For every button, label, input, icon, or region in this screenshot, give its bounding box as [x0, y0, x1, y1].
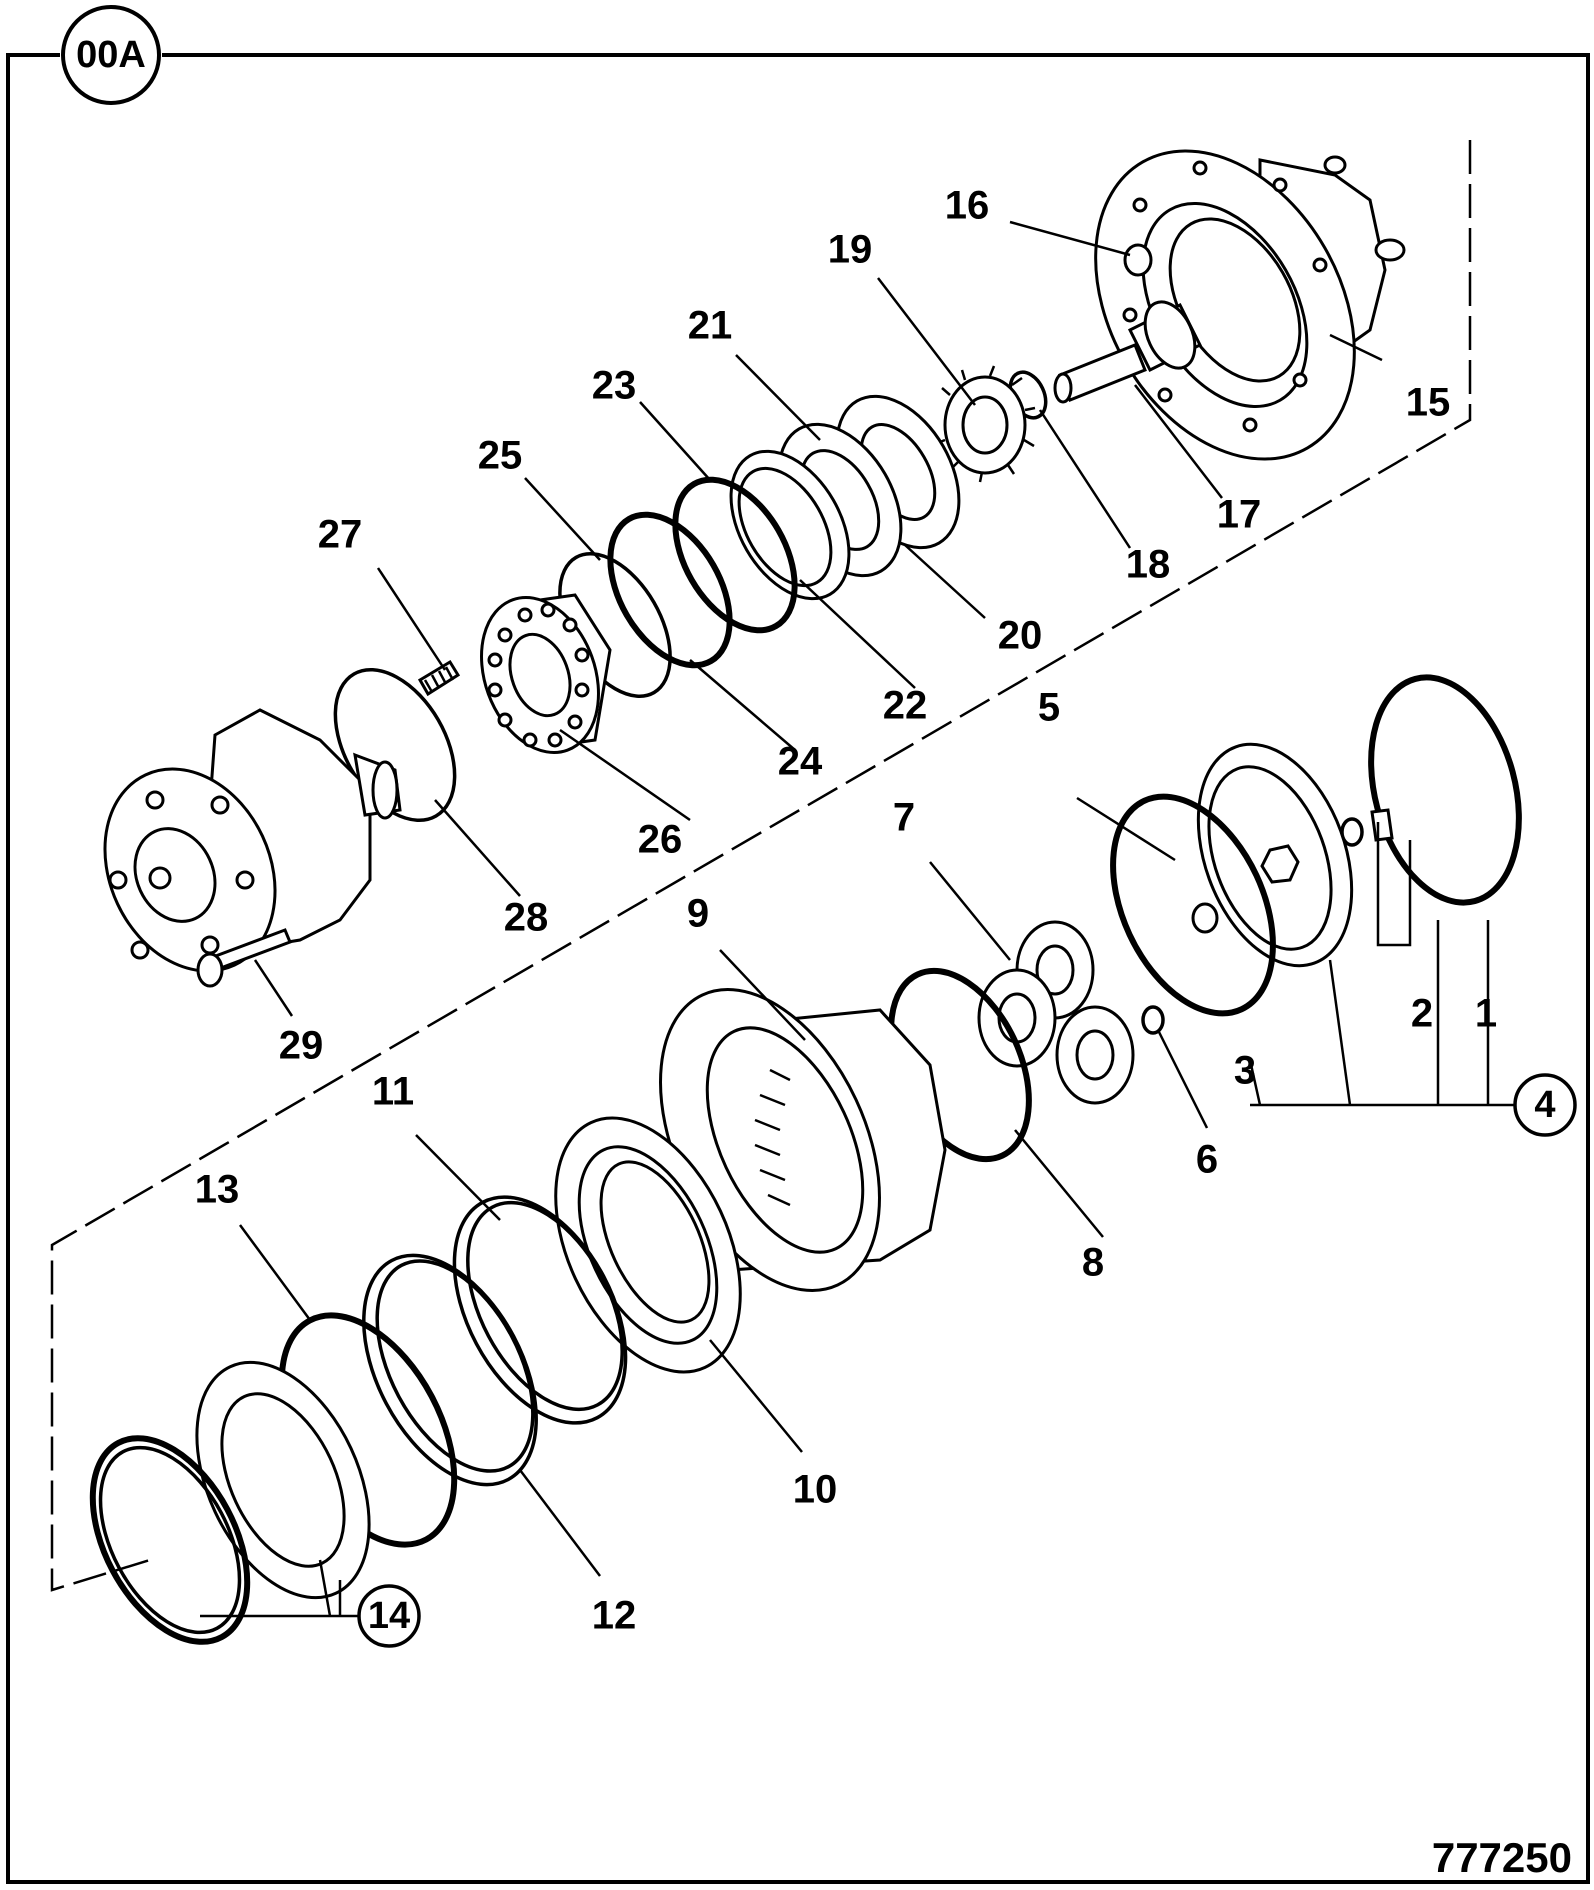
part-seal-23 [672, 476, 798, 634]
callout-19: 19 [828, 228, 873, 272]
reference-number: 777250 [1432, 1834, 1572, 1881]
callout-2: 2 [1411, 992, 1433, 1036]
callout-6: 6 [1196, 1138, 1218, 1182]
figure-badge-label: 00A [76, 34, 146, 76]
part-seal-5 [1110, 793, 1276, 1017]
callout-3: 3 [1234, 1049, 1256, 1093]
group-badge-14: 14 [357, 1584, 421, 1648]
part-screw-29 [196, 928, 292, 988]
callout-15: 15 [1406, 381, 1451, 425]
callout-26: 26 [638, 818, 683, 862]
part-plug-2 [1340, 808, 1394, 847]
leader-lines [200, 220, 1515, 1618]
part-motor [103, 708, 402, 973]
callout-24: 24 [778, 740, 823, 784]
part-seal-24 [607, 511, 733, 669]
part-planet-gears-7 [977, 920, 1135, 1105]
callout-18: 18 [1126, 543, 1171, 587]
callout-22: 22 [883, 684, 928, 728]
group-badge-4: 4 [1513, 1073, 1577, 1137]
callout-10: 10 [793, 1468, 838, 1512]
figure-badge: 00A [61, 5, 161, 105]
callout-16: 16 [945, 184, 990, 228]
part-plug-16 [1123, 243, 1153, 277]
callout-14: 14 [368, 1595, 410, 1637]
callout-labels: 1 2 3 5 6 7 8 9 10 11 12 13 15 16 17 18 … [195, 184, 1497, 1638]
callout-13: 13 [195, 1168, 240, 1212]
callout-21: 21 [688, 304, 733, 348]
part-piston-26 [480, 593, 612, 754]
part-ring-1 [1368, 674, 1522, 906]
callout-5: 5 [1038, 686, 1060, 730]
callout-29: 29 [279, 1024, 324, 1068]
callout-27: 27 [318, 513, 363, 557]
callout-12: 12 [592, 1594, 637, 1638]
callout-25: 25 [478, 434, 523, 478]
part-gear-19 [934, 365, 1036, 483]
callout-4: 4 [1534, 1084, 1555, 1126]
callout-7: 7 [893, 796, 915, 840]
part-washer-6 [1141, 1005, 1165, 1035]
callout-28: 28 [504, 896, 549, 940]
part-spring-27 [417, 659, 461, 697]
page-frame [6, 53, 1590, 1884]
part-cover-3 [1191, 742, 1354, 968]
part-shaft-17 [1053, 300, 1203, 404]
callout-20: 20 [998, 614, 1043, 658]
callout-17: 17 [1217, 493, 1262, 537]
callout-11: 11 [372, 1070, 414, 1114]
callout-8: 8 [1082, 1241, 1104, 1285]
part-housing-15 [1094, 149, 1406, 461]
part-ring-12 [362, 1253, 538, 1487]
callout-9: 9 [687, 892, 709, 936]
callout-1: 1 [1475, 992, 1497, 1036]
part-seal-assembly-14 [89, 1360, 371, 1645]
part-plate-22 [729, 449, 851, 601]
callout-23: 23 [592, 364, 637, 408]
assembly-separator [50, 140, 1472, 1592]
